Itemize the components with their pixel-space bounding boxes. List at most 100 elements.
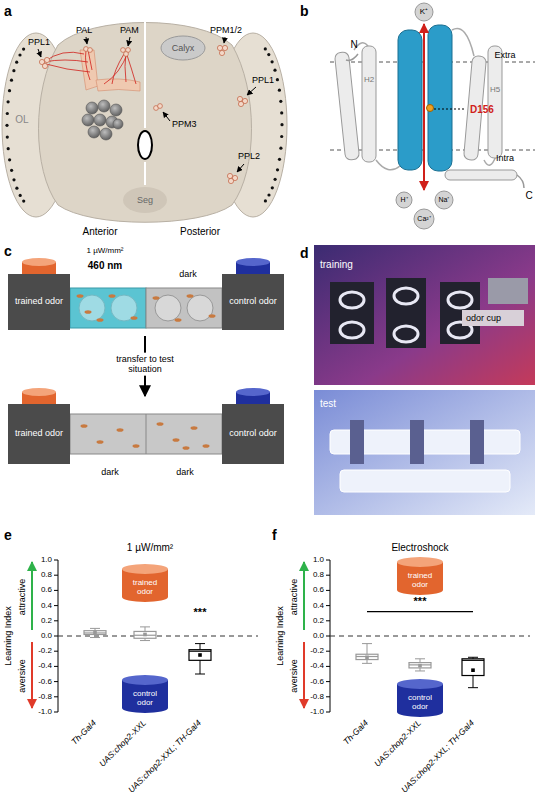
neuron-dot [8,158,11,161]
neuron-dot [280,111,283,114]
terminus-label: N [350,39,357,51]
region-label: Seg [137,195,153,205]
mean [418,664,422,668]
odor-label: trained odor [127,579,163,597]
cluster-label: PPM3 [172,119,197,129]
axis-title: Learning Index [275,606,285,666]
tick-label: -0.2 [310,647,324,656]
whisker [468,657,478,658]
helix-label: H5 [490,85,500,94]
whisker [90,637,100,638]
odor-label: trained odor [15,297,63,307]
cylinder-top [122,675,168,685]
cluster-label: PPL1 [252,75,274,85]
zero-line [58,636,258,637]
whisker [90,628,100,629]
tick [326,681,330,682]
whisker [195,643,205,644]
tick [54,590,58,591]
tick [326,712,330,713]
view-label: Anterior [82,226,117,238]
cluster-label: PAM [120,25,139,35]
brain-illustration [2,22,287,222]
odor-cylinder: trained odor [122,564,168,602]
chart-title: Electroshock [391,542,448,554]
photo-label: odor cup [466,313,501,323]
attractive-arrow [303,562,305,630]
neuron-dot [8,89,11,92]
whisker [140,640,150,641]
condition-label: dark [176,467,194,477]
ion-label: Ca²⁺ [417,215,430,223]
neuron-dot [279,147,282,150]
tick-label: -1.0 [310,707,324,716]
tick-label: 0.8 [41,571,52,580]
group-label: Th-Gal4 [70,719,99,748]
odor-chamber: control odor [222,274,284,330]
tick [54,636,58,637]
median [462,660,484,661]
neuron-dot [5,124,8,127]
neuron-dot [271,186,274,189]
box [356,654,378,659]
neuron-dot [12,69,15,72]
channel-illustration [330,3,535,229]
box [462,659,484,676]
whisker [362,643,372,644]
panel-letter: b [300,3,309,19]
odor-label: trained odor [402,572,438,590]
tick-label: -0.4 [38,662,52,671]
view-label: Posterior [180,226,220,238]
box [409,663,431,668]
axis-note: aversive [17,659,27,693]
tick-label: -0.2 [38,647,52,656]
neuron-dot [273,69,276,72]
tick-label: 0.2 [41,616,52,625]
odor-chamber: control odor [222,404,284,464]
step-label: transfer to test situation [104,353,186,376]
mean [198,653,202,657]
significance: *** [414,595,427,608]
median [189,651,211,652]
neuron-dot [264,47,267,50]
light-label: 460 nm [88,260,122,272]
mean [471,668,475,672]
tick-label: 1.0 [41,555,52,564]
neuron-dot [278,89,281,92]
neuron-dot [6,112,9,115]
panel-letter: c [4,243,12,259]
chart-title: 1 µW/mm² [127,542,173,554]
attractive-arrow [31,562,33,630]
box [134,631,156,638]
aversive-arrow [31,642,33,708]
group-label: UAS:chop2-XXL [373,719,424,770]
neuron-dot [10,79,13,82]
box [84,631,106,635]
cluster-label: PPM1/2 [210,25,242,35]
neuron-dot [12,178,15,181]
ion-label: H⁺ [400,196,407,204]
aversive-arrow [303,642,305,708]
neuron-dot [15,187,18,190]
odor-cylinder: trained odor [397,557,443,595]
panel-letter: f [272,527,277,543]
tick [326,575,330,576]
odor-label: control odor [402,694,438,712]
tick [54,605,58,606]
axis-note: attractive [17,579,27,616]
tick [326,590,330,591]
neuron-dot [276,168,279,171]
tick [54,575,58,576]
whisker [468,687,478,688]
odor-chamber: trained odor [8,404,70,464]
neuron-dot [264,199,267,202]
ion-label: Na⁺ [439,196,450,204]
tick-label: 1.0 [313,555,324,564]
mean [365,655,369,659]
residue-label: D156 [470,104,494,116]
tick [326,696,330,697]
neuron-dot [278,158,281,161]
significance: *** [194,606,207,619]
box-plots [32,560,530,712]
